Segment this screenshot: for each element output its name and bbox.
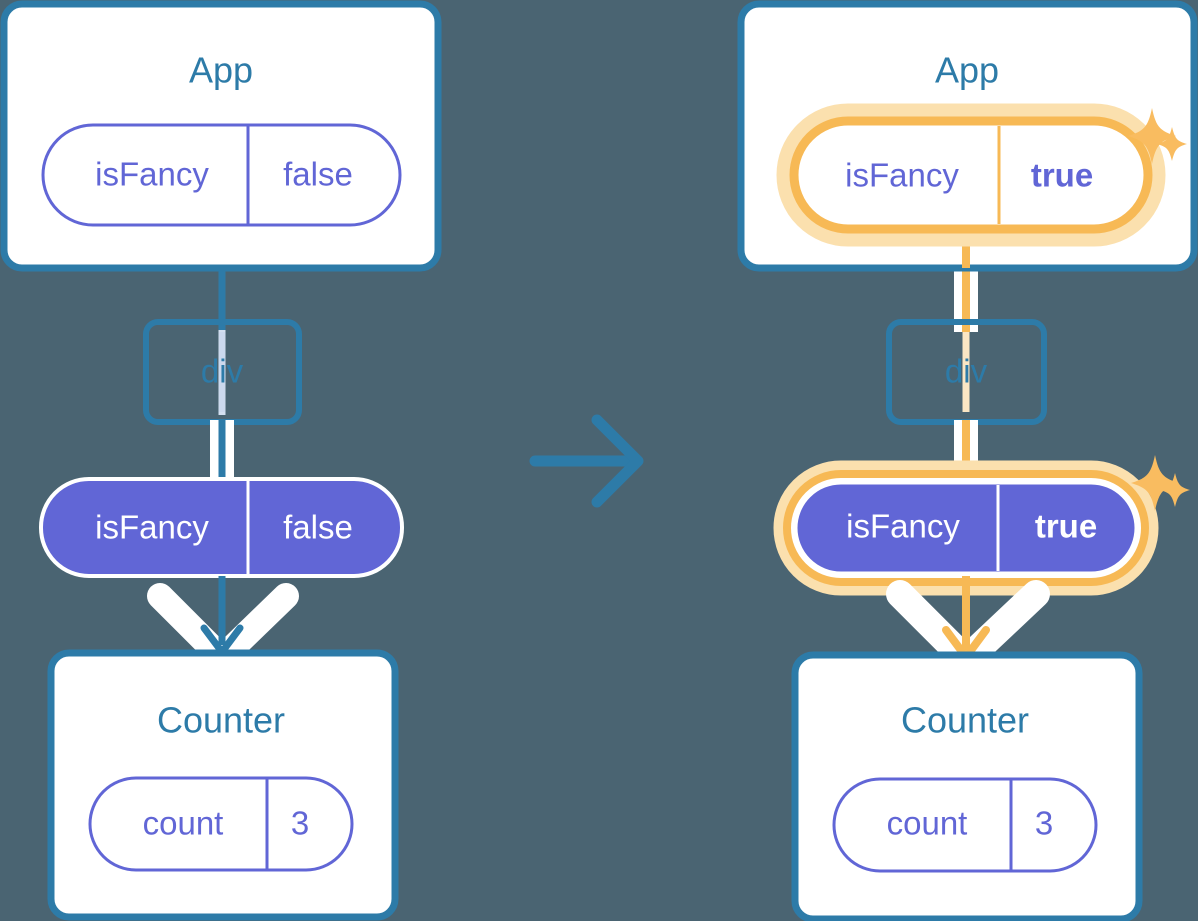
- pill-key: isFancy: [95, 156, 209, 193]
- counter-state-pill-after: count 3: [832, 777, 1098, 873]
- sparkle-app-large: [1128, 108, 1176, 164]
- div-node-label-before: div: [201, 353, 244, 390]
- transition-arrow: [529, 414, 644, 508]
- app-card-title-after: App: [935, 50, 999, 91]
- counter-card-title-before: Counter: [157, 700, 285, 741]
- pill-highlight-glow: [776, 103, 1166, 247]
- app-state-pill-after: isFancy true: [776, 103, 1166, 247]
- pill-key: count: [887, 805, 968, 842]
- pill-value: true: [1035, 508, 1097, 545]
- pill-body: [41, 123, 402, 227]
- panel-after: App isFancy true div: [737, 0, 1198, 921]
- pill-value: 3: [291, 805, 309, 842]
- sparkle-prop-small: [1160, 473, 1190, 507]
- prop-pill-before: isFancy false: [39, 477, 404, 578]
- app-card-title-before: App: [189, 50, 253, 91]
- pill-value: true: [1031, 157, 1093, 194]
- sparkle-prop-large: [1131, 455, 1179, 511]
- counter-state-pill-before: count 3: [88, 776, 354, 872]
- pill-key: isFancy: [95, 509, 209, 546]
- app-state-pill-before: isFancy false: [41, 123, 402, 227]
- pill-value: false: [283, 509, 353, 546]
- div-node-label-after: div: [945, 353, 988, 390]
- prop-pill-after: isFancy true: [773, 460, 1159, 596]
- pill-key: isFancy: [845, 157, 959, 194]
- sparkle-app-small: [1157, 127, 1187, 161]
- counter-card-title-after: Counter: [901, 700, 1029, 741]
- pill-highlight-ring: [789, 116, 1153, 234]
- panel-before: App isFancy false div isFancy: [0, 0, 442, 921]
- pill-key: count: [143, 805, 224, 842]
- pill-body: [832, 777, 1098, 873]
- pill-key: isFancy: [846, 508, 960, 545]
- pill-body: [88, 776, 354, 872]
- pill-body: [794, 481, 1138, 575]
- pill-value: 3: [1035, 805, 1053, 842]
- pill-value: false: [283, 156, 353, 193]
